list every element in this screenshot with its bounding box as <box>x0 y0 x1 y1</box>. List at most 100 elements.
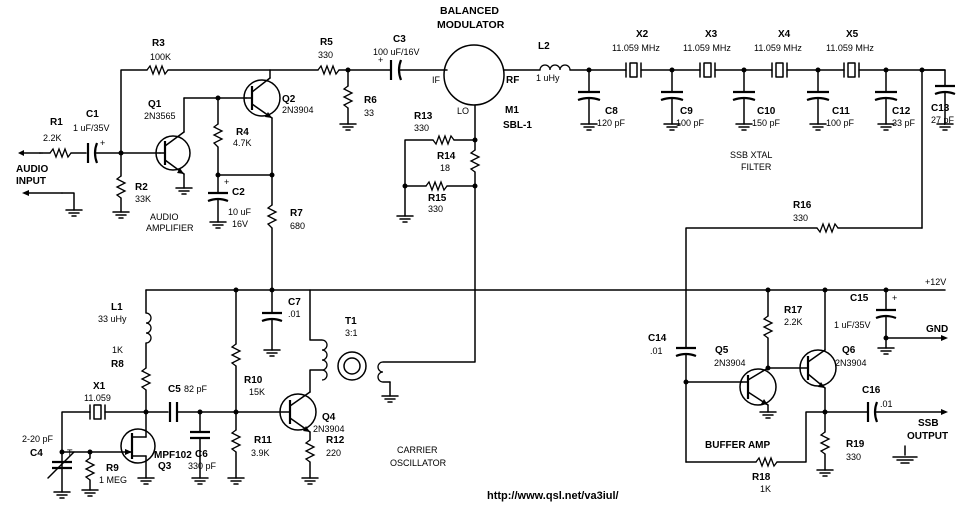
resistor-r15 <box>425 180 448 192</box>
port-rf: RF <box>506 75 519 86</box>
value-c8: 120 pF <box>597 118 626 128</box>
transformer-t1 <box>321 339 328 381</box>
title-ssb-output-2: OUTPUT <box>907 431 948 442</box>
value-r19: 330 <box>846 452 861 462</box>
title-buffer-amp: BUFFER AMP <box>705 440 771 451</box>
title-ssb-output-1: SSB <box>918 418 939 429</box>
pol-c15: + <box>892 293 897 303</box>
label-x3: X3 <box>705 29 718 40</box>
label-l2: L2 <box>538 41 550 52</box>
balanced-modulator-section: R5 330 R6 33 + C3 100 uF/16V IF RF LO M1… <box>317 5 532 363</box>
value-l1: 33 uHy <box>98 314 127 324</box>
inductor-l2 <box>539 64 571 71</box>
label-q6: Q6 <box>842 345 856 356</box>
resistor-r4 <box>212 123 224 148</box>
value-c1: 1 uF/35V <box>73 123 110 133</box>
value-l2: 1 uHy <box>536 73 560 83</box>
label-q5: Q5 <box>715 345 729 356</box>
label-c2: C2 <box>232 187 245 198</box>
value-r18: 1K <box>760 484 771 494</box>
label-r3: R3 <box>152 38 165 49</box>
label-c8: C8 <box>605 106 618 117</box>
value-c13: 27 pF <box>931 115 955 125</box>
label-r1: R1 <box>50 117 63 128</box>
label-c6: C6 <box>195 449 208 460</box>
label-r5: R5 <box>320 37 333 48</box>
buffer-amp-section: C14 .01 R17 2.2K Q5 2N3904 <box>648 287 948 494</box>
value-c15: 1 uF/35V <box>834 320 871 330</box>
label-c15: C15 <box>850 293 869 304</box>
value-q6: 2N3904 <box>835 358 867 368</box>
trim-c4: T <box>67 448 73 458</box>
label-r15: R15 <box>428 193 447 204</box>
label-c3: C3 <box>393 34 406 45</box>
value-q2: 2N3904 <box>282 105 314 115</box>
resistor-r17 <box>762 315 774 339</box>
title-audio-amp-2: AMPLIFIER <box>146 223 194 233</box>
value-r16: 330 <box>793 213 808 223</box>
title-carrier-1: CARRIER <box>397 445 438 455</box>
ssb-filter-section: L2 1 uHy C8 120 pF X2 11.059 MHz C9 100 … <box>503 29 956 229</box>
value-r13: 330 <box>414 123 429 133</box>
port-lo: LO <box>457 106 469 116</box>
value-r5: 330 <box>318 50 333 60</box>
label-c13: C13 <box>931 103 950 114</box>
label-q3: Q3 <box>158 461 172 472</box>
value-r17: 2.2K <box>784 317 803 327</box>
resistor-r18 <box>755 456 778 468</box>
label-c12: C12 <box>892 106 911 117</box>
value-x5: 11.059 MHz <box>826 43 874 53</box>
value-q4: 2N3904 <box>313 424 345 434</box>
value-c5: 82 pF <box>184 384 208 394</box>
label-l1: L1 <box>111 302 123 313</box>
carrier-oscillator-section: L1 33 uHy 1K R8 X1 11.059 2-20 pF C4 T <box>22 289 447 499</box>
transistor-q4 <box>279 391 317 433</box>
port-if: IF <box>432 75 441 85</box>
resistor-r19 <box>819 431 831 455</box>
pol-c1: + <box>100 138 105 148</box>
label-x1: X1 <box>93 381 106 392</box>
resistor-r7 <box>266 204 278 229</box>
resistor-r13 <box>432 134 455 146</box>
label-r9: R9 <box>106 463 119 474</box>
label-q2: Q2 <box>282 94 296 105</box>
title-ssb-filter-1: SSB XTAL <box>730 150 772 160</box>
resistor-r2 <box>115 175 127 199</box>
label-r7: R7 <box>290 208 303 219</box>
gnd-label: GND <box>926 324 948 335</box>
label-r17: R17 <box>784 305 803 316</box>
transistor-q5 <box>739 367 777 406</box>
resistor-r11 <box>230 429 242 453</box>
label-r10: R10 <box>244 375 263 386</box>
title-carrier-2: OSCILLATOR <box>390 458 447 468</box>
mixer-m1 <box>443 44 505 106</box>
label-r18: R18 <box>752 472 771 483</box>
value-q1: 2N3565 <box>144 111 176 121</box>
value-c9: 100 pF <box>676 118 705 128</box>
label-r14: R14 <box>437 151 456 162</box>
resistor-r3 <box>146 64 169 76</box>
value-c4: 2-20 pF <box>22 434 54 444</box>
title-ssb-filter-2: FILTER <box>741 162 772 172</box>
value-r12: 220 <box>326 448 341 458</box>
label-c9: C9 <box>680 106 693 117</box>
value-r9: 1 MEG <box>99 475 127 485</box>
label-q1: Q1 <box>148 99 162 110</box>
resistor-r8 <box>140 367 152 391</box>
title-audio-amp-1: AUDIO <box>150 212 179 222</box>
label-c14: C14 <box>648 333 667 344</box>
value-c6: 330 pF <box>188 461 217 471</box>
jfet-q3 <box>61 428 156 464</box>
value-r11: 3.9K <box>251 448 270 458</box>
value-r14: 18 <box>440 163 450 173</box>
label-m1: M1 <box>505 105 519 116</box>
value-r2: 33K <box>135 194 151 204</box>
value-c2: 10 uF <box>228 207 252 217</box>
resistor-r14 <box>469 149 481 173</box>
label-t1: T1 <box>345 316 357 327</box>
label-c1: C1 <box>86 109 99 120</box>
source-url: http://www.qsl.net/va3iul/ <box>487 490 619 502</box>
label-x5: X5 <box>846 29 859 40</box>
label-c11: C11 <box>832 106 850 117</box>
label-c5: C5 <box>168 384 181 395</box>
